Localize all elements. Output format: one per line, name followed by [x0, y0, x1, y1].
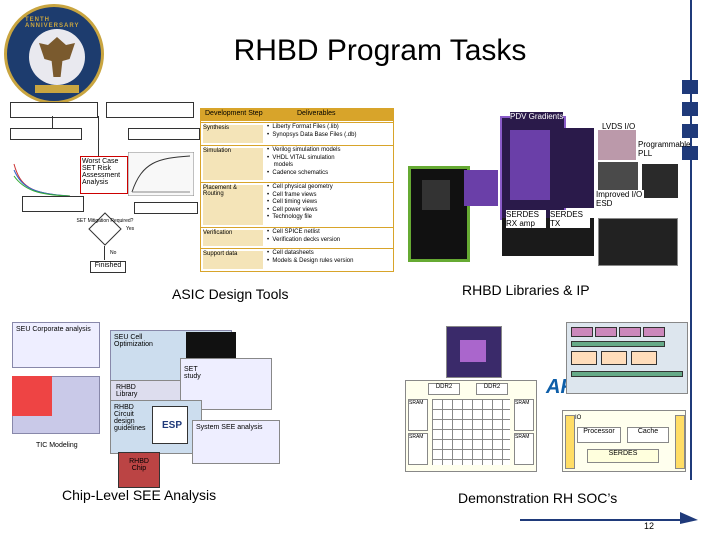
libraries-ip-collage: PDV Gradients LVDS I/O Programmable PLL …	[402, 110, 691, 270]
set-mitigation-label: SET Mitigation Required?	[76, 218, 134, 224]
caption-libraries-ip: RHBD Libraries & IP	[462, 282, 590, 298]
lvds-io-die	[598, 130, 636, 160]
heatmap-image	[12, 376, 52, 416]
soc-cell-grid	[432, 399, 510, 465]
seu-corporate-panel	[12, 322, 100, 368]
col-deliverables-header: Deliverables	[297, 110, 336, 117]
sram-block: SRAM	[514, 433, 534, 465]
io-block	[565, 415, 575, 469]
esp-label: ESP	[162, 420, 183, 431]
die-core	[422, 180, 450, 210]
set-study-panel	[180, 358, 272, 410]
row-items: • Cell physical geometry • Cell frame vi…	[267, 184, 333, 220]
rhbd-chip-label: RHBD Chip	[129, 458, 149, 472]
nav-square-icon	[682, 102, 698, 116]
nav-square-icon	[682, 80, 698, 94]
io-block	[675, 415, 685, 469]
esd-die	[598, 218, 678, 266]
row-items: • Liberty Format Files (.lib) • Synopsys…	[267, 124, 357, 138]
deliverables-table: Development Step Deliverables Synthesis …	[200, 108, 394, 272]
sram-block: SRAM	[408, 433, 428, 465]
row-items: • Cell SPICE netlist • Verification deck…	[267, 229, 341, 243]
flow-box	[10, 128, 82, 140]
table-row: Synthesis • Liberty Format Files (.lib) …	[201, 122, 393, 145]
table-row: Simulation • Verilog simulation models •…	[201, 145, 393, 182]
system-see-label: System SEE analysis	[196, 424, 263, 431]
finished-box: Finished	[90, 261, 126, 273]
distribution-plot	[128, 152, 194, 196]
flow-box	[106, 102, 194, 118]
seu-corporate-label: SEU Corporate analysis	[16, 326, 91, 333]
finished-label: Finished	[94, 262, 122, 269]
layout-block	[564, 128, 594, 208]
flow-box	[128, 128, 200, 140]
pulse-plot	[10, 156, 74, 200]
seal-text: TENTH ANNIVERSARY	[25, 17, 80, 29]
pdv-gradients-core	[510, 130, 550, 200]
nav-line	[690, 0, 692, 480]
slide-title: RHBD Program Tasks	[233, 34, 527, 67]
sram-block: SRAM	[514, 399, 534, 431]
sram-block: SRAM	[408, 399, 428, 431]
row-step: Verification	[203, 230, 263, 246]
pll-label: Programmable PLL	[638, 140, 691, 158]
caption-see-analysis: Chip-Level SEE Analysis	[62, 487, 217, 503]
row-step: Synthesis	[203, 125, 263, 143]
ddr2-block-a: DDR2	[428, 383, 460, 395]
soc-processor-diagram: IO Processor Cache SERDES	[562, 410, 686, 472]
io-label: IO	[575, 415, 582, 421]
flow-box	[22, 196, 84, 212]
no-label: No	[110, 250, 117, 256]
table-header: Development Step Deliverables	[201, 109, 393, 121]
yes-label: Yes	[126, 226, 135, 232]
table-row: Support data • Cell datasheets • Models …	[201, 248, 393, 271]
rhbd-library-label: RHBD Library	[116, 384, 138, 398]
next-arrow-icon	[520, 512, 698, 524]
esd-label: Improved I/O ESD	[596, 190, 644, 208]
guidelines-label: RHBD Circuit design guidelines	[114, 404, 146, 432]
worst-case-label: Worst Case SET Risk Assessment Analysis	[82, 158, 121, 186]
pdv-gradients-label: PDV Gradients	[510, 112, 564, 121]
row-step: Placement & Routing	[203, 185, 263, 225]
lvds-io-label: LVDS I/O	[602, 122, 636, 131]
see-analysis-collage: SEU Corporate analysis SEU Cell Optimiza…	[10, 318, 280, 488]
row-step: Simulation	[203, 148, 263, 180]
rhbd-chip-panel	[118, 452, 160, 488]
arm-block-diagram	[566, 322, 688, 394]
flow-box	[10, 102, 98, 118]
row-items: • Verilog simulation models • VHDL VITAL…	[267, 147, 341, 176]
nav-square-icon	[682, 124, 698, 138]
tic-modeling-label: TIC Modeling	[36, 442, 78, 449]
serdes-rx-label: SERDES RX amp	[506, 210, 546, 228]
row-items: • Cell datasheets • Models & Design rule…	[267, 250, 354, 264]
row-step: Support data	[203, 251, 263, 269]
cache-block: Cache	[627, 427, 669, 443]
worst-case-box: Worst Case SET Risk Assessment Analysis	[80, 156, 128, 194]
system-see-panel	[192, 420, 280, 464]
table-row: Placement & Routing • Cell physical geom…	[201, 182, 393, 227]
seu-cell-opt-label: SEU Cell Optimization	[114, 334, 153, 348]
page-number: 12	[644, 521, 655, 531]
nav-square-icon	[682, 146, 698, 160]
anniversary-seal: TENTH ANNIVERSARY	[4, 4, 104, 104]
caption-design-tools: ASIC Design Tools	[172, 286, 289, 302]
esp-logo	[152, 406, 188, 444]
design-flowchart: Worst Case SET Risk Assessment Analysis …	[8, 100, 200, 275]
set-study-label: SET study	[184, 366, 201, 380]
processor-block: Processor	[577, 427, 621, 443]
decision-diamond	[88, 212, 122, 246]
layout-block	[464, 170, 498, 206]
seal-banner	[35, 85, 79, 93]
col-step-header: Development Step	[205, 110, 263, 117]
serdes-tx-label: SERDES TX	[550, 210, 590, 228]
pll-die	[642, 164, 678, 198]
soc-die-core	[460, 340, 486, 362]
flow-box	[134, 202, 198, 214]
soc-floorplan: DDR2 DDR2 SRAM SRAM SRAM SRAM	[405, 380, 537, 472]
table-row: Verification • Cell SPICE netlist • Veri…	[201, 227, 393, 248]
serdes-block: SERDES	[587, 449, 659, 463]
ddr2-block-b: DDR2	[476, 383, 508, 395]
caption-demo-soc: Demonstration RH SOC’s	[458, 490, 618, 506]
